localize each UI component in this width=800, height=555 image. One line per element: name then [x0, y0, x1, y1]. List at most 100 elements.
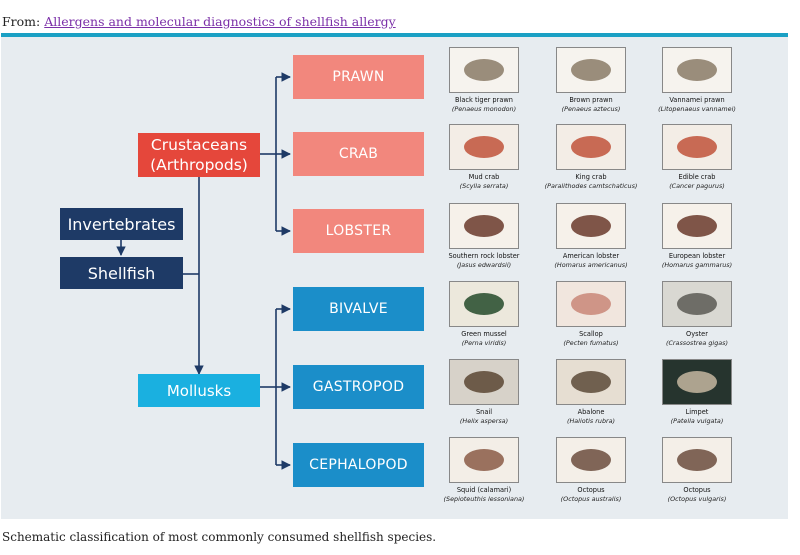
crab-photo [449, 124, 519, 170]
species-item: Limpet(Patella vulgata) [642, 359, 752, 426]
octopus-body-icon [677, 449, 717, 471]
invertebrates-label: Invertebrates [67, 214, 176, 234]
species-common-name: European lobster [668, 252, 726, 260]
abalone-body-icon [571, 371, 611, 393]
species-common-name: Vannamei prawn [669, 96, 725, 104]
species-item: Mud crab(Scylla serrata) [429, 124, 539, 191]
species-scientific-name: (Helix aspersa) [459, 417, 509, 425]
bivalve-label: BIVALVE [329, 301, 388, 317]
prawn-photo [662, 47, 732, 93]
species-item: Vannamei prawn(Litopenaeus vannamei) [642, 47, 752, 114]
species-scientific-name: (Litopenaeus vannamei) [658, 105, 736, 113]
mollusks-box: Mollusks [138, 374, 260, 407]
species-scientific-name: (Scylla serrata) [459, 182, 509, 190]
limpet-photo [662, 359, 732, 405]
species-item: Squid (calamari)(Sepioteuthis lessoniana… [429, 437, 539, 504]
species-common-name: Snail [475, 408, 493, 416]
species-common-name: Green mussel [461, 330, 507, 338]
species-item: Southern rock lobster(Jasus edwardsii) [429, 203, 539, 270]
cephalopod-box: CEPHALOPOD [293, 443, 424, 487]
lobster-photo [556, 203, 626, 249]
species-item: Octopus(Octopus vulgaris) [642, 437, 752, 504]
arthropods-label: (Arthropods) [150, 156, 248, 174]
crab-body-icon [464, 136, 504, 158]
species-item: Black tiger prawn(Penaeus monodon) [429, 47, 539, 114]
species-common-name: Brown prawn [569, 96, 613, 104]
species-item: Snail(Helix aspersa) [429, 359, 539, 426]
crab-body-icon [677, 136, 717, 158]
species-item: Brown prawn(Penaeus aztecus) [536, 47, 646, 114]
crab-body-icon [571, 136, 611, 158]
shellfish-label: Shellfish [87, 263, 156, 283]
species-common-name: Squid (calamari) [456, 486, 512, 494]
from-label: From: [2, 14, 41, 29]
crustaceans-box: Crustaceans (Arthropods) [138, 133, 260, 177]
oyster-photo [662, 281, 732, 327]
species-scientific-name: (Patella vulgata) [670, 417, 724, 425]
species-item: American lobster(Homarus americanus) [536, 203, 646, 270]
species-scientific-name: (Crassostrea gigas) [665, 339, 729, 347]
octopus-photo [662, 437, 732, 483]
lobster-body-icon [571, 215, 611, 237]
gastropod-box: GASTROPOD [293, 365, 424, 409]
crab-photo [556, 124, 626, 170]
prawn-photo [449, 47, 519, 93]
species-scientific-name: (Cancer pagurus) [669, 182, 725, 190]
scallop-photo [556, 281, 626, 327]
mussel-photo [449, 281, 519, 327]
octopus-photo [556, 437, 626, 483]
species-scientific-name: (Paralithodes camtschaticus) [544, 182, 638, 190]
crab-label: CRAB [338, 146, 379, 162]
species-scientific-name: (Sepioteuthis lessoniana) [443, 495, 525, 503]
squid-photo [449, 437, 519, 483]
crab-photo [662, 124, 732, 170]
species-scientific-name: (Octopus australis) [560, 495, 622, 503]
species-common-name: American lobster [562, 252, 620, 260]
prawn-label: PRAWN [332, 69, 385, 85]
species-common-name: Scallop [579, 330, 603, 338]
source-line: From: Allergens and molecular diagnostic… [2, 14, 396, 29]
species-common-name: Southern rock lobster [448, 252, 520, 260]
species-common-name: Edible crab [678, 173, 716, 181]
species-common-name: Oyster [686, 330, 708, 338]
species-common-name: Octopus [683, 486, 711, 494]
species-item: Edible crab(Cancer pagurus) [642, 124, 752, 191]
crustaceans-label: Crustaceans [150, 136, 248, 154]
species-item: European lobster(Homarus gammarus) [642, 203, 752, 270]
snail-photo [449, 359, 519, 405]
bivalve-box: BIVALVE [293, 287, 424, 331]
species-common-name: Mud crab [468, 173, 500, 181]
abalone-photo [556, 359, 626, 405]
species-common-name: Octopus [577, 486, 605, 494]
species-item: Green mussel(Perna viridis) [429, 281, 539, 348]
lobster-photo [449, 203, 519, 249]
species-scientific-name: (Homarus gammarus) [661, 261, 733, 269]
species-item: King crab(Paralithodes camtschaticus) [536, 124, 646, 191]
mussel-body-icon [464, 293, 504, 315]
oyster-body-icon [677, 293, 717, 315]
species-scientific-name: (Octopus vulgaris) [667, 495, 727, 503]
lobster-box: LOBSTER [293, 209, 424, 253]
species-common-name: Limpet [685, 408, 709, 416]
classification-figure: Invertebrates Shellfish Crustaceans (Art… [1, 33, 788, 519]
lobster-body-icon [677, 215, 717, 237]
species-scientific-name: (Jasus edwardsii) [456, 261, 512, 269]
snail-body-icon [464, 371, 504, 393]
species-scientific-name: (Penaeus aztecus) [561, 105, 621, 113]
species-item: Abalone(Haliotis rubra) [536, 359, 646, 426]
lobster-photo [662, 203, 732, 249]
cephalopod-label: CEPHALOPOD [309, 457, 408, 473]
lobster-label: LOBSTER [325, 223, 392, 239]
species-common-name: King crab [575, 173, 607, 181]
lobster-body-icon [464, 215, 504, 237]
prawn-body-icon [677, 59, 717, 81]
species-common-name: Abalone [577, 408, 605, 416]
species-common-name: Black tiger prawn [455, 96, 513, 104]
source-article-link[interactable]: Allergens and molecular diagnostics of s… [44, 14, 396, 29]
species-item: Octopus(Octopus australis) [536, 437, 646, 504]
species-scientific-name: (Perna viridis) [461, 339, 507, 347]
prawn-body-icon [464, 59, 504, 81]
species-item: Scallop(Pecten fumatus) [536, 281, 646, 348]
species-scientific-name: (Pecten fumatus) [563, 339, 619, 347]
prawn-box: PRAWN [293, 55, 424, 99]
